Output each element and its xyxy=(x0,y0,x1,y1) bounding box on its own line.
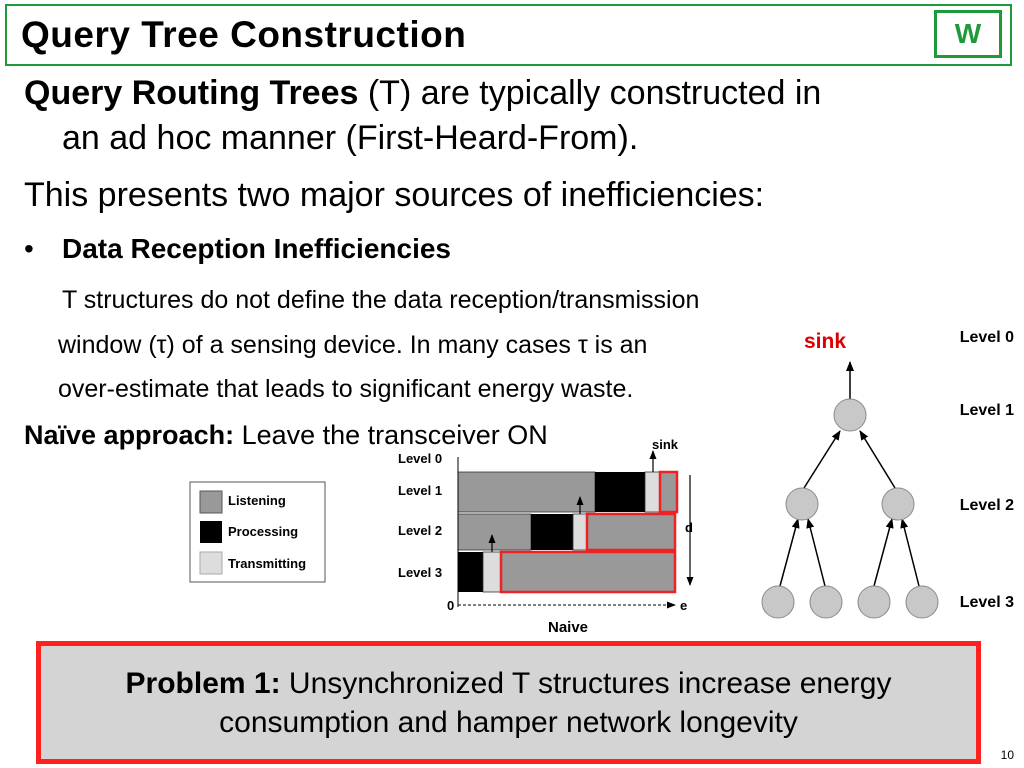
tree-edge xyxy=(873,518,894,587)
tree-edge xyxy=(803,430,841,489)
chart-level-3-label: Level 3 xyxy=(398,565,442,580)
level-1-window xyxy=(658,470,679,514)
level-3-transmitting xyxy=(482,551,502,593)
description-line-3: over-estimate that leads to significant … xyxy=(58,375,634,403)
tree-edge xyxy=(859,430,896,489)
tree-level-3-label: Level 3 xyxy=(960,594,1014,611)
legend-swatch-listening xyxy=(199,490,223,514)
tree-edge xyxy=(779,518,800,587)
axis-end-label: e xyxy=(680,598,687,613)
level-1-listening xyxy=(457,471,596,513)
tree-node-level-2 xyxy=(881,487,915,521)
tree-edge xyxy=(806,518,826,587)
tree-node-level-3 xyxy=(809,585,843,619)
chart-level-2-label: Level 2 xyxy=(398,523,442,538)
university-logo: W xyxy=(934,10,1002,58)
page-number: 10 xyxy=(1000,748,1014,762)
query-routing-tree: sink Level 0 Level 1 Level 2 Level 3 xyxy=(761,329,1014,619)
level-1-transmitting xyxy=(644,471,661,513)
description-line-1: T structures do not define the data rece… xyxy=(62,286,700,314)
problem-line-2: consumption and hamper network longevity xyxy=(219,705,798,739)
axis-origin-label: 0 xyxy=(447,598,454,613)
slide-title: Query Tree Construction xyxy=(21,14,467,55)
paragraph-1-line2: an ad hoc manner (First-Heard-From). xyxy=(62,119,639,157)
paragraph-2: This presents two major sources of ineff… xyxy=(24,176,765,214)
tree-level-0-label: Level 0 xyxy=(960,329,1014,346)
paragraph-1-rest: (T) are typically constructed in xyxy=(358,74,822,112)
chart-level-0-label: Level 0 xyxy=(398,451,442,466)
problem-label: Problem 1: xyxy=(125,666,281,700)
level-2-processing xyxy=(531,514,573,550)
chart-caption: Naive xyxy=(548,619,588,635)
level-3-window xyxy=(499,550,677,594)
tree-node-level-3 xyxy=(761,585,795,619)
duration-label: d xyxy=(685,520,693,535)
naive-approach-rest: Leave the transceiver ON xyxy=(234,420,548,450)
tree-node-level-3 xyxy=(857,585,891,619)
legend-transmitting: Transmitting xyxy=(228,556,306,571)
title-bar: Query Tree Construction W xyxy=(5,4,1012,66)
legend: Listening Processing Transmitting xyxy=(189,481,326,583)
bullet-heading: Data Reception Inefficiencies xyxy=(62,233,452,264)
paragraph-1: Query Routing Trees (T) are typically co… xyxy=(24,74,821,113)
bullet-marker: • xyxy=(24,233,34,264)
tree-node-level-1 xyxy=(833,398,867,432)
naive-approach-bold: Naïve approach: xyxy=(24,420,235,450)
level-3-processing xyxy=(458,552,483,592)
legend-swatch-transmitting xyxy=(199,551,223,575)
problem-statement-box: Problem 1: Unsynchronized T structures i… xyxy=(36,641,981,764)
chart-sink-label: sink xyxy=(652,437,679,452)
tree-node-level-3 xyxy=(905,585,939,619)
tree-level-1-label: Level 1 xyxy=(960,402,1014,419)
tree-level-2-label: Level 2 xyxy=(960,497,1014,514)
naive-approach: Naïve approach: Leave the transceiver ON xyxy=(24,420,548,451)
naive-timing-diagram: Listening Processing Transmitting Level … xyxy=(189,437,694,635)
level-1-processing xyxy=(595,472,645,512)
paragraph-1-bold: Query Routing Trees xyxy=(24,74,359,112)
level-2-window xyxy=(585,512,677,552)
level-2-transmitting xyxy=(572,513,588,551)
legend-listening: Listening xyxy=(228,493,286,508)
level-2-listening xyxy=(457,513,532,551)
legend-processing: Processing xyxy=(228,524,298,539)
tree-sink-label: sink xyxy=(804,330,846,353)
chart-level-1-label: Level 1 xyxy=(398,483,442,498)
legend-swatch-processing xyxy=(200,521,222,543)
description-line-2: window (τ) of a sensing device. In many … xyxy=(58,331,648,359)
problem-line-1: Unsynchronized T structures increase ene… xyxy=(280,666,892,700)
tree-edge xyxy=(900,518,920,587)
problem-statement: Problem 1: Unsynchronized T structures i… xyxy=(126,664,892,742)
tree-node-level-2 xyxy=(785,487,819,521)
